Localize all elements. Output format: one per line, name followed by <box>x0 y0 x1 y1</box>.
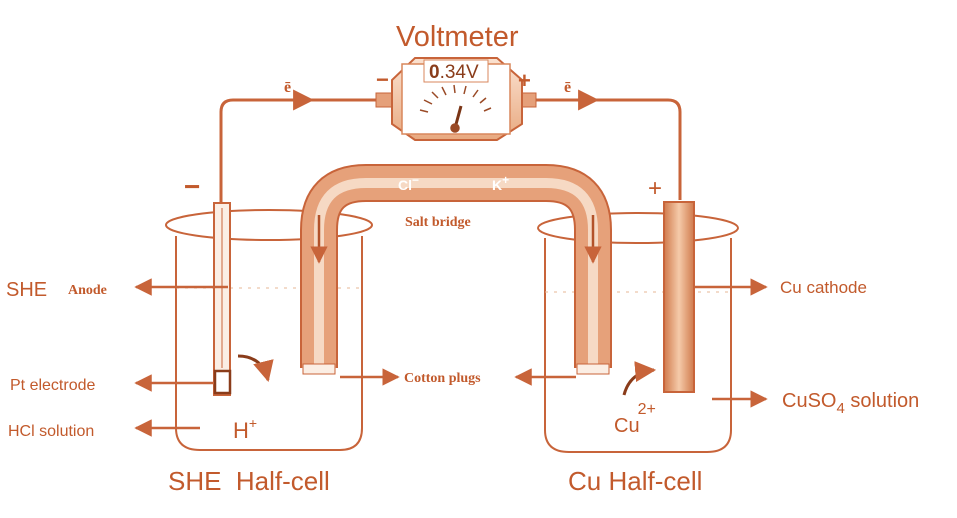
cation-label: K+ <box>492 173 509 193</box>
anode-label: Anode <box>68 283 107 298</box>
h-ion-charge: + <box>249 415 257 431</box>
she-beaker <box>165 209 373 451</box>
salt-bridge-label: Salt bridge <box>405 215 471 230</box>
cu-ion-symbol: Cu <box>614 415 640 437</box>
cu-ion-curve-arrow <box>622 361 657 396</box>
cuso4-subscript: 4 <box>836 400 844 417</box>
cu-beaker <box>537 212 739 453</box>
anion-charge: − <box>412 173 419 187</box>
cation-charge: + <box>502 173 509 187</box>
electron-label-left: ē <box>284 79 291 96</box>
h-ion-curve-arrow <box>237 354 274 383</box>
cu-ion-label: Cu2+ <box>614 401 656 437</box>
cotton-plug-right <box>576 363 610 375</box>
hcl-solution-label: HCl solution <box>8 423 94 440</box>
she-half-cell-title: SHE Half-cell <box>168 466 330 496</box>
cotton-plug-left <box>302 363 336 375</box>
salt-bridge <box>300 164 612 375</box>
h-ion-symbol: H <box>233 418 249 443</box>
needle-gauge-icon <box>419 84 492 133</box>
voltmeter <box>375 57 537 141</box>
anode-sign: − <box>184 171 200 202</box>
electron-label-right: ē <box>564 79 571 96</box>
cu-electrode <box>663 201 695 393</box>
voltmeter-minus: − <box>376 67 389 92</box>
pt-electrode <box>213 202 232 396</box>
voltmeter-display <box>423 59 489 83</box>
cuso4-suffix: solution <box>845 390 920 412</box>
external-wire <box>219 89 682 212</box>
h-ion-label: H+ <box>233 415 257 443</box>
pt-electrode-label: Pt electrode <box>10 377 95 394</box>
cu-cathode-label: Cu cathode <box>780 278 867 297</box>
cathode-sign: + <box>648 175 662 202</box>
cu-half-cell-title: Cu Half-cell <box>568 466 702 496</box>
she-label: SHE <box>6 279 47 301</box>
anion-symbol: Cl <box>398 177 412 193</box>
cuso4-solution-label: CuSO4 solution <box>782 390 919 417</box>
cotton-plugs-label: Cotton plugs <box>404 371 481 386</box>
voltmeter-reading: 0.34V <box>429 62 479 83</box>
voltmeter-reading-bold: 0 <box>429 62 440 83</box>
label-pointers <box>134 278 768 437</box>
cuso4-prefix: CuSO <box>782 390 836 412</box>
anion-label: Cl− <box>398 173 419 193</box>
cu-ion-charge: 2+ <box>638 401 656 418</box>
voltmeter-reading-rest: .34V <box>440 62 479 83</box>
cation-symbol: K <box>492 177 502 193</box>
voltmeter-plus: + <box>518 68 531 93</box>
pt-foil <box>213 369 232 395</box>
voltmeter-title: Voltmeter <box>396 21 519 53</box>
